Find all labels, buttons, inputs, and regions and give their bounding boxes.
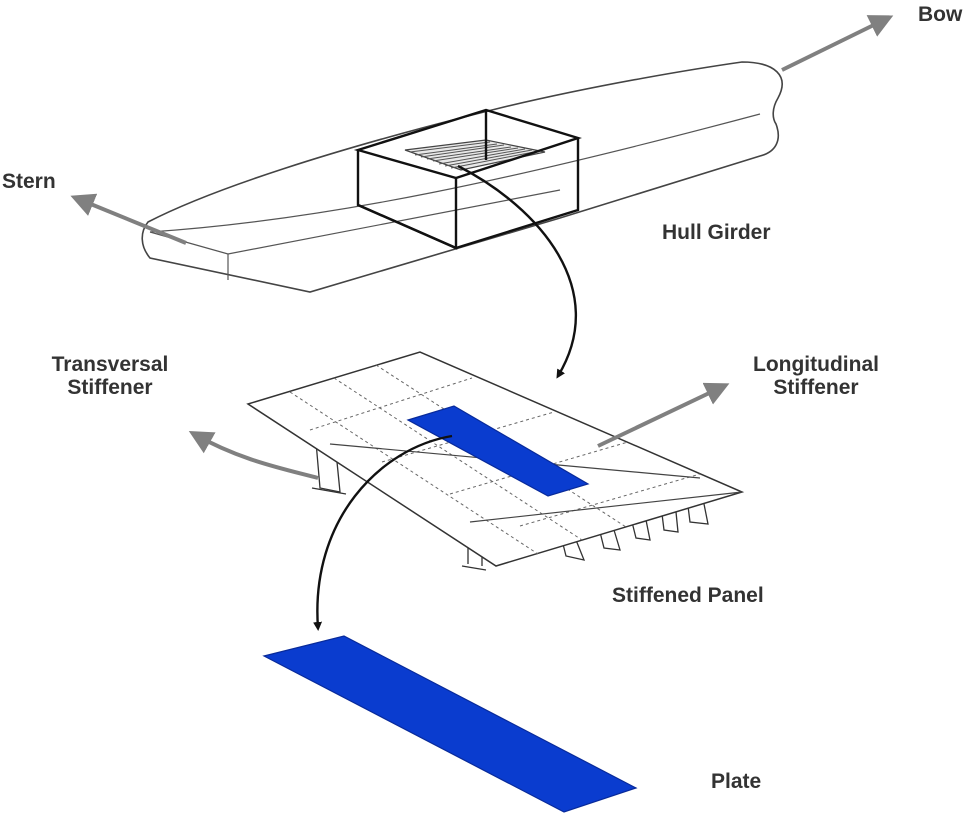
longitudinal-stiffener-label-line2: Stiffener xyxy=(773,376,859,399)
stiffened-panel xyxy=(246,351,745,571)
panel-highlight-plate xyxy=(406,405,590,497)
bow-arrow xyxy=(781,15,894,72)
panel-to-plate-arrow xyxy=(313,434,453,631)
hull-girder-label: Hull Girder xyxy=(662,221,771,244)
plate-label: Plate xyxy=(711,770,762,793)
transversal-stiffener-label-line2: Stiffener xyxy=(67,376,153,399)
transversal-stiffener-arrow xyxy=(188,431,319,480)
stiffened-panel-label: Stiffened Panel xyxy=(612,584,764,607)
hull-section-face xyxy=(357,203,457,250)
stern-label: Stern xyxy=(2,170,56,193)
hull-to-panel-arrow xyxy=(457,164,577,379)
hull-deck-edge xyxy=(149,113,761,233)
hull-hatch-panel xyxy=(404,139,546,171)
longitudinal-stiffener-label: Longitudinal Stiffener xyxy=(735,353,897,399)
longitudinal-stiffener-arrow xyxy=(597,382,730,448)
bow-label: Bow xyxy=(918,3,963,26)
longitudinal-stiffener-label-line1: Longitudinal xyxy=(753,353,879,376)
transversal-stiffener-label-line1: Transversal xyxy=(51,353,169,376)
plate xyxy=(262,635,638,813)
hull-girder xyxy=(141,61,783,293)
stern-arrow xyxy=(70,193,187,245)
transversal-stiffener-label: Transversal Stiffener xyxy=(30,353,190,399)
